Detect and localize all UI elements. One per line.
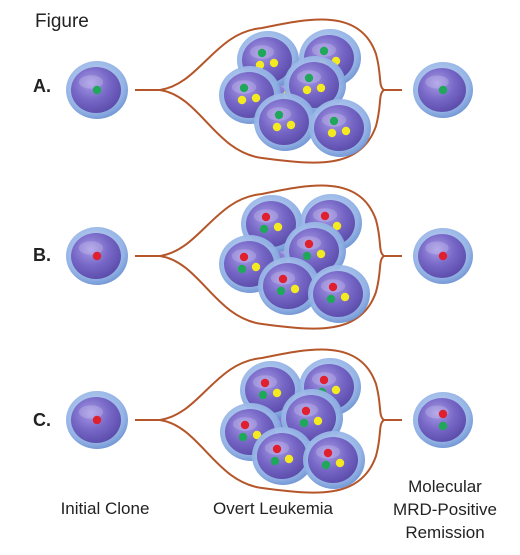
cell-nucleus xyxy=(259,99,309,145)
yellow-marker-dot xyxy=(331,385,341,395)
yellow-marker-dot xyxy=(335,458,345,468)
red-marker-dot xyxy=(92,251,102,261)
red-marker-dot xyxy=(301,406,311,416)
leukemia-cell-b-5 xyxy=(258,257,320,315)
yellow-marker-dot xyxy=(284,454,294,464)
leukemia-cell-c-6 xyxy=(303,431,365,489)
yellow-marker-dot xyxy=(340,292,350,302)
leukemia-cell-c-5 xyxy=(252,427,314,485)
green-marker-dot xyxy=(329,116,339,126)
cell-nucleus xyxy=(286,395,336,441)
green-marker-dot xyxy=(92,85,102,95)
green-marker-dot xyxy=(319,46,329,56)
cell-nucleus xyxy=(289,62,339,108)
yellow-marker-dot xyxy=(286,120,296,130)
cell-highlight xyxy=(78,241,104,255)
cell-highlight xyxy=(425,241,449,255)
red-marker-dot xyxy=(438,251,448,261)
red-marker-dot xyxy=(304,239,314,249)
cell-nucleus xyxy=(246,201,296,247)
row-label-c: C. xyxy=(33,410,51,430)
green-marker-dot xyxy=(302,251,312,261)
yellow-marker-dot xyxy=(290,284,300,294)
green-marker-dot xyxy=(274,110,284,120)
yellow-marker-dot xyxy=(251,93,261,103)
leukemia-cell-b-6 xyxy=(308,265,370,323)
yellow-marker-dot xyxy=(272,122,282,132)
cell-nucleus xyxy=(263,263,313,309)
figure-title: Figure xyxy=(35,11,89,32)
red-marker-dot xyxy=(240,420,250,430)
green-marker-dot xyxy=(238,432,248,442)
column-label-remission: Molecular MRD-Positive Remission xyxy=(383,475,507,544)
cell-nucleus xyxy=(314,105,364,151)
initial-clone-cell-b xyxy=(66,227,128,285)
remission-label-line-2: MRD-Positive xyxy=(393,500,497,519)
yellow-marker-dot xyxy=(273,222,283,232)
yellow-marker-dot xyxy=(252,430,262,440)
yellow-marker-dot xyxy=(272,388,282,398)
green-marker-dot xyxy=(270,456,280,466)
remission-label-line-3: Remission xyxy=(405,523,485,542)
column-label-initial-clone: Initial Clone xyxy=(60,499,150,518)
yellow-marker-dot xyxy=(341,126,351,136)
column-label-overt-leukemia: Overt Leukemia xyxy=(213,499,333,518)
yellow-marker-dot xyxy=(251,262,261,272)
green-marker-dot xyxy=(438,85,448,95)
red-marker-dot xyxy=(323,448,333,458)
red-marker-dot xyxy=(438,409,448,419)
row-label-a: A. xyxy=(33,76,51,96)
red-marker-dot xyxy=(319,375,329,385)
cell-nucleus xyxy=(308,437,358,483)
green-marker-dot xyxy=(258,390,268,400)
green-marker-dot xyxy=(304,73,314,83)
cell-highlight xyxy=(78,75,104,89)
yellow-marker-dot xyxy=(327,128,337,138)
green-marker-dot xyxy=(237,264,247,274)
red-marker-dot xyxy=(261,212,271,222)
yellow-marker-dot xyxy=(237,95,247,105)
remission-label-line-1: Molecular xyxy=(408,477,482,496)
red-marker-dot xyxy=(260,378,270,388)
yellow-marker-dot xyxy=(302,85,312,95)
remission-cell-a xyxy=(413,62,473,118)
yellow-marker-dot xyxy=(316,249,326,259)
initial-clone-cell-c xyxy=(66,391,128,449)
cell-highlight xyxy=(78,405,104,419)
green-marker-dot xyxy=(239,83,249,93)
green-marker-dot xyxy=(438,421,448,431)
red-marker-dot xyxy=(278,274,288,284)
remission-cell-b xyxy=(413,228,473,284)
green-marker-dot xyxy=(326,294,336,304)
green-marker-dot xyxy=(321,460,331,470)
green-marker-dot xyxy=(299,418,309,428)
yellow-marker-dot xyxy=(313,416,323,426)
cell-nucleus xyxy=(257,433,307,479)
red-marker-dot xyxy=(239,252,249,262)
red-marker-dot xyxy=(92,415,102,425)
initial-clone-cell-a xyxy=(66,61,128,119)
red-marker-dot xyxy=(272,444,282,454)
yellow-marker-dot xyxy=(316,83,326,93)
green-marker-dot xyxy=(257,48,267,58)
green-marker-dot xyxy=(259,224,269,234)
red-marker-dot xyxy=(320,211,330,221)
yellow-marker-dot xyxy=(269,58,279,68)
cell-nucleus xyxy=(313,271,363,317)
leukemia-cell-a-6 xyxy=(309,99,371,157)
cell-highlight xyxy=(425,75,449,89)
remission-cell-c xyxy=(413,392,473,448)
yellow-marker-dot xyxy=(332,221,342,231)
green-marker-dot xyxy=(276,286,286,296)
cell-nucleus xyxy=(418,398,466,442)
row-label-b: B. xyxy=(33,245,51,265)
leukemia-cell-a-5 xyxy=(254,93,316,151)
red-marker-dot xyxy=(328,282,338,292)
cell-nucleus xyxy=(245,367,295,413)
